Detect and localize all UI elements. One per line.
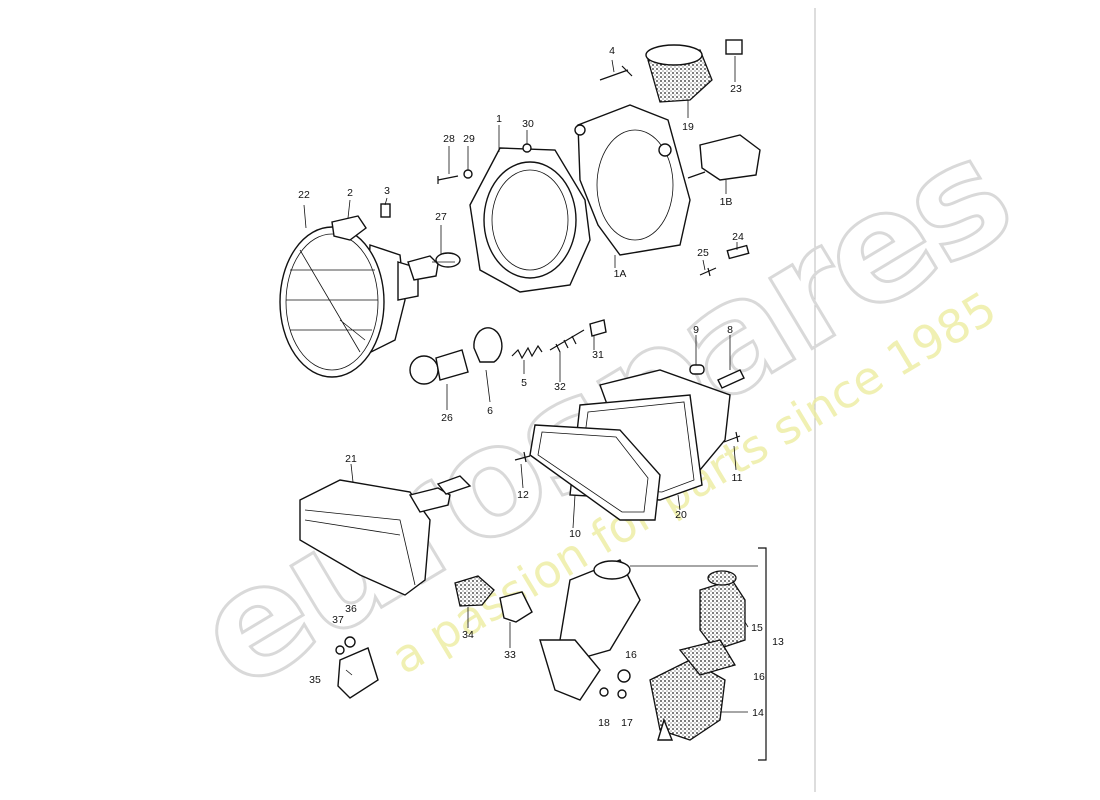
callout-5: 5 (521, 377, 527, 389)
callout-29: 29 (463, 133, 475, 145)
nut-37-part (335, 645, 345, 655)
callout-31: 31 (592, 349, 604, 361)
headlight-insert-part (279, 226, 419, 378)
bracket-part (331, 215, 367, 241)
callout-16-group: 16 (753, 671, 765, 683)
group-bracket (758, 547, 767, 761)
callout-3: 3 (384, 185, 390, 197)
relay-33-part (499, 591, 533, 623)
callout-16: 16 (625, 649, 637, 661)
callout-20: 20 (675, 509, 687, 521)
callout-8: 8 (727, 324, 733, 336)
callout-9: 9 (693, 324, 699, 336)
bulb-small-part (699, 267, 717, 277)
rubber-boot-part (645, 44, 713, 103)
callout-2: 2 (347, 187, 353, 199)
screw-11-part (723, 431, 741, 443)
callout-37: 37 (332, 614, 344, 626)
callout-21: 21 (345, 453, 357, 465)
washer-18-part (599, 687, 609, 697)
screw-part (437, 175, 459, 184)
leader-lines (303, 56, 758, 713)
screw-12-part (514, 451, 531, 463)
callout-27: 27 (435, 211, 447, 223)
screw-4-part (599, 65, 633, 81)
callout-26: 26 (441, 412, 453, 424)
callout-34: 34 (462, 629, 474, 641)
callout-11: 11 (732, 472, 743, 484)
callout-36: 36 (345, 603, 357, 615)
clip-part (380, 203, 391, 218)
callout-12: 12 (517, 489, 529, 501)
callout-4: 4 (609, 45, 615, 57)
washer-part (463, 169, 473, 179)
callout-22: 22 (298, 189, 310, 201)
callout-18: 18 (598, 717, 610, 729)
bracket-35-part (337, 647, 379, 699)
callout-32: 32 (554, 381, 566, 393)
screw-32-part (549, 329, 585, 353)
bulb-h4-part (407, 252, 461, 281)
bulb-holder-part (687, 134, 761, 181)
bulb-9-part (689, 364, 705, 375)
bulb-26-part (409, 349, 469, 385)
callout-1B: 1B (720, 196, 733, 208)
callout-1A: 1A (614, 268, 627, 280)
callout-17: 17 (621, 717, 633, 729)
relay-34-part (454, 575, 495, 607)
callout-30: 30 (522, 118, 534, 130)
spring-part (511, 344, 543, 360)
foglight-assembly-part (299, 475, 472, 596)
callout-13: 13 (772, 636, 784, 648)
pump-14-part (649, 639, 736, 741)
callout-25: 25 (697, 247, 709, 259)
screw-17-part (617, 689, 627, 699)
foglight-lens-part (529, 424, 661, 521)
headlight-housing-part (574, 104, 691, 256)
callout-33: 33 (504, 649, 516, 661)
callout-1: 1 (496, 113, 502, 125)
retainer-part (473, 327, 503, 363)
clip-23-part (725, 39, 743, 55)
filter-part (699, 570, 746, 651)
callout-15: 15 (751, 622, 763, 634)
motor-pump-part (539, 559, 641, 701)
callout-14: 14 (752, 707, 764, 719)
callout-28: 28 (443, 133, 455, 145)
washer-36-part (344, 636, 356, 648)
callout-10: 10 (569, 528, 581, 540)
headlight-ring-part (469, 147, 591, 293)
cap-31-part (589, 319, 607, 337)
callout-19: 19 (682, 121, 694, 133)
bulb-8-part (717, 369, 745, 389)
callout-35: 35 (309, 674, 321, 686)
callout-23: 23 (730, 83, 742, 95)
nut-part (522, 143, 532, 153)
callout-6: 6 (487, 405, 493, 417)
nut-16-part (617, 669, 631, 683)
callout-24: 24 (732, 231, 744, 243)
